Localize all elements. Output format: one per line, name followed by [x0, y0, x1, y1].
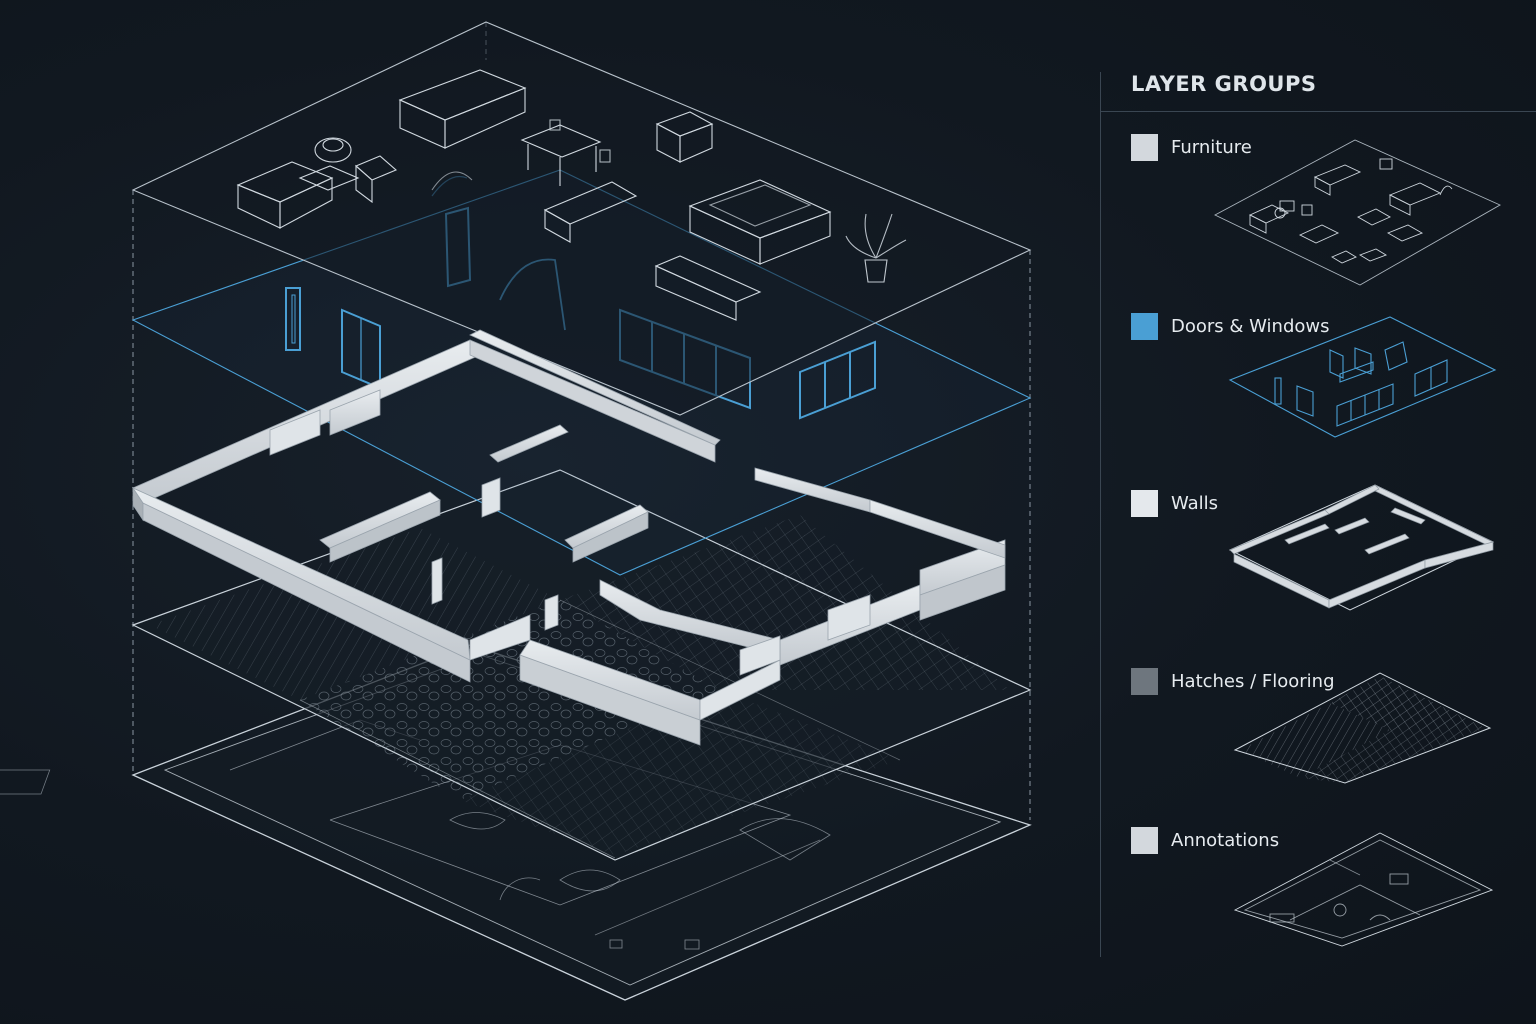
- legend-item-doors-windows[interactable]: Doors & Windows: [1131, 312, 1330, 340]
- legend-label-hatches: Hatches / Flooring: [1171, 670, 1335, 692]
- panel-divider: [1100, 72, 1101, 957]
- hatches-layer-thumbnail: [1233, 672, 1492, 784]
- legend-label-annotations: Annotations: [1171, 829, 1280, 851]
- walls-swatch: [1131, 489, 1158, 517]
- doors-windows-layer-thumbnail: [1228, 316, 1497, 438]
- annotations-layer-thumbnail: [1233, 832, 1494, 947]
- legend-label-walls: Walls: [1171, 492, 1219, 514]
- panel-title-rule: [1101, 111, 1536, 112]
- legend-item-hatches[interactable]: Hatches / Flooring: [1131, 667, 1335, 695]
- walls-layer-thumbnail: [1228, 484, 1495, 611]
- hatches-swatch: [1131, 667, 1158, 695]
- legend-label-furniture: Furniture: [1171, 136, 1252, 158]
- doors-windows-swatch: [1131, 312, 1158, 340]
- panel-title: LAYER GROUPS: [1131, 72, 1317, 96]
- legend-item-annotations[interactable]: Annotations: [1131, 826, 1279, 854]
- legend-item-furniture[interactable]: Furniture: [1131, 133, 1252, 161]
- legend-label-doors-windows: Doors & Windows: [1171, 315, 1330, 337]
- furniture-swatch: [1131, 133, 1158, 161]
- furniture-layer-thumbnail: [1214, 139, 1501, 286]
- legend-item-walls[interactable]: Walls: [1131, 489, 1218, 517]
- furniture-layer-plane: [131, 21, 1032, 416]
- annotations-swatch: [1131, 826, 1158, 854]
- walls-layer-plane: [131, 329, 1006, 746]
